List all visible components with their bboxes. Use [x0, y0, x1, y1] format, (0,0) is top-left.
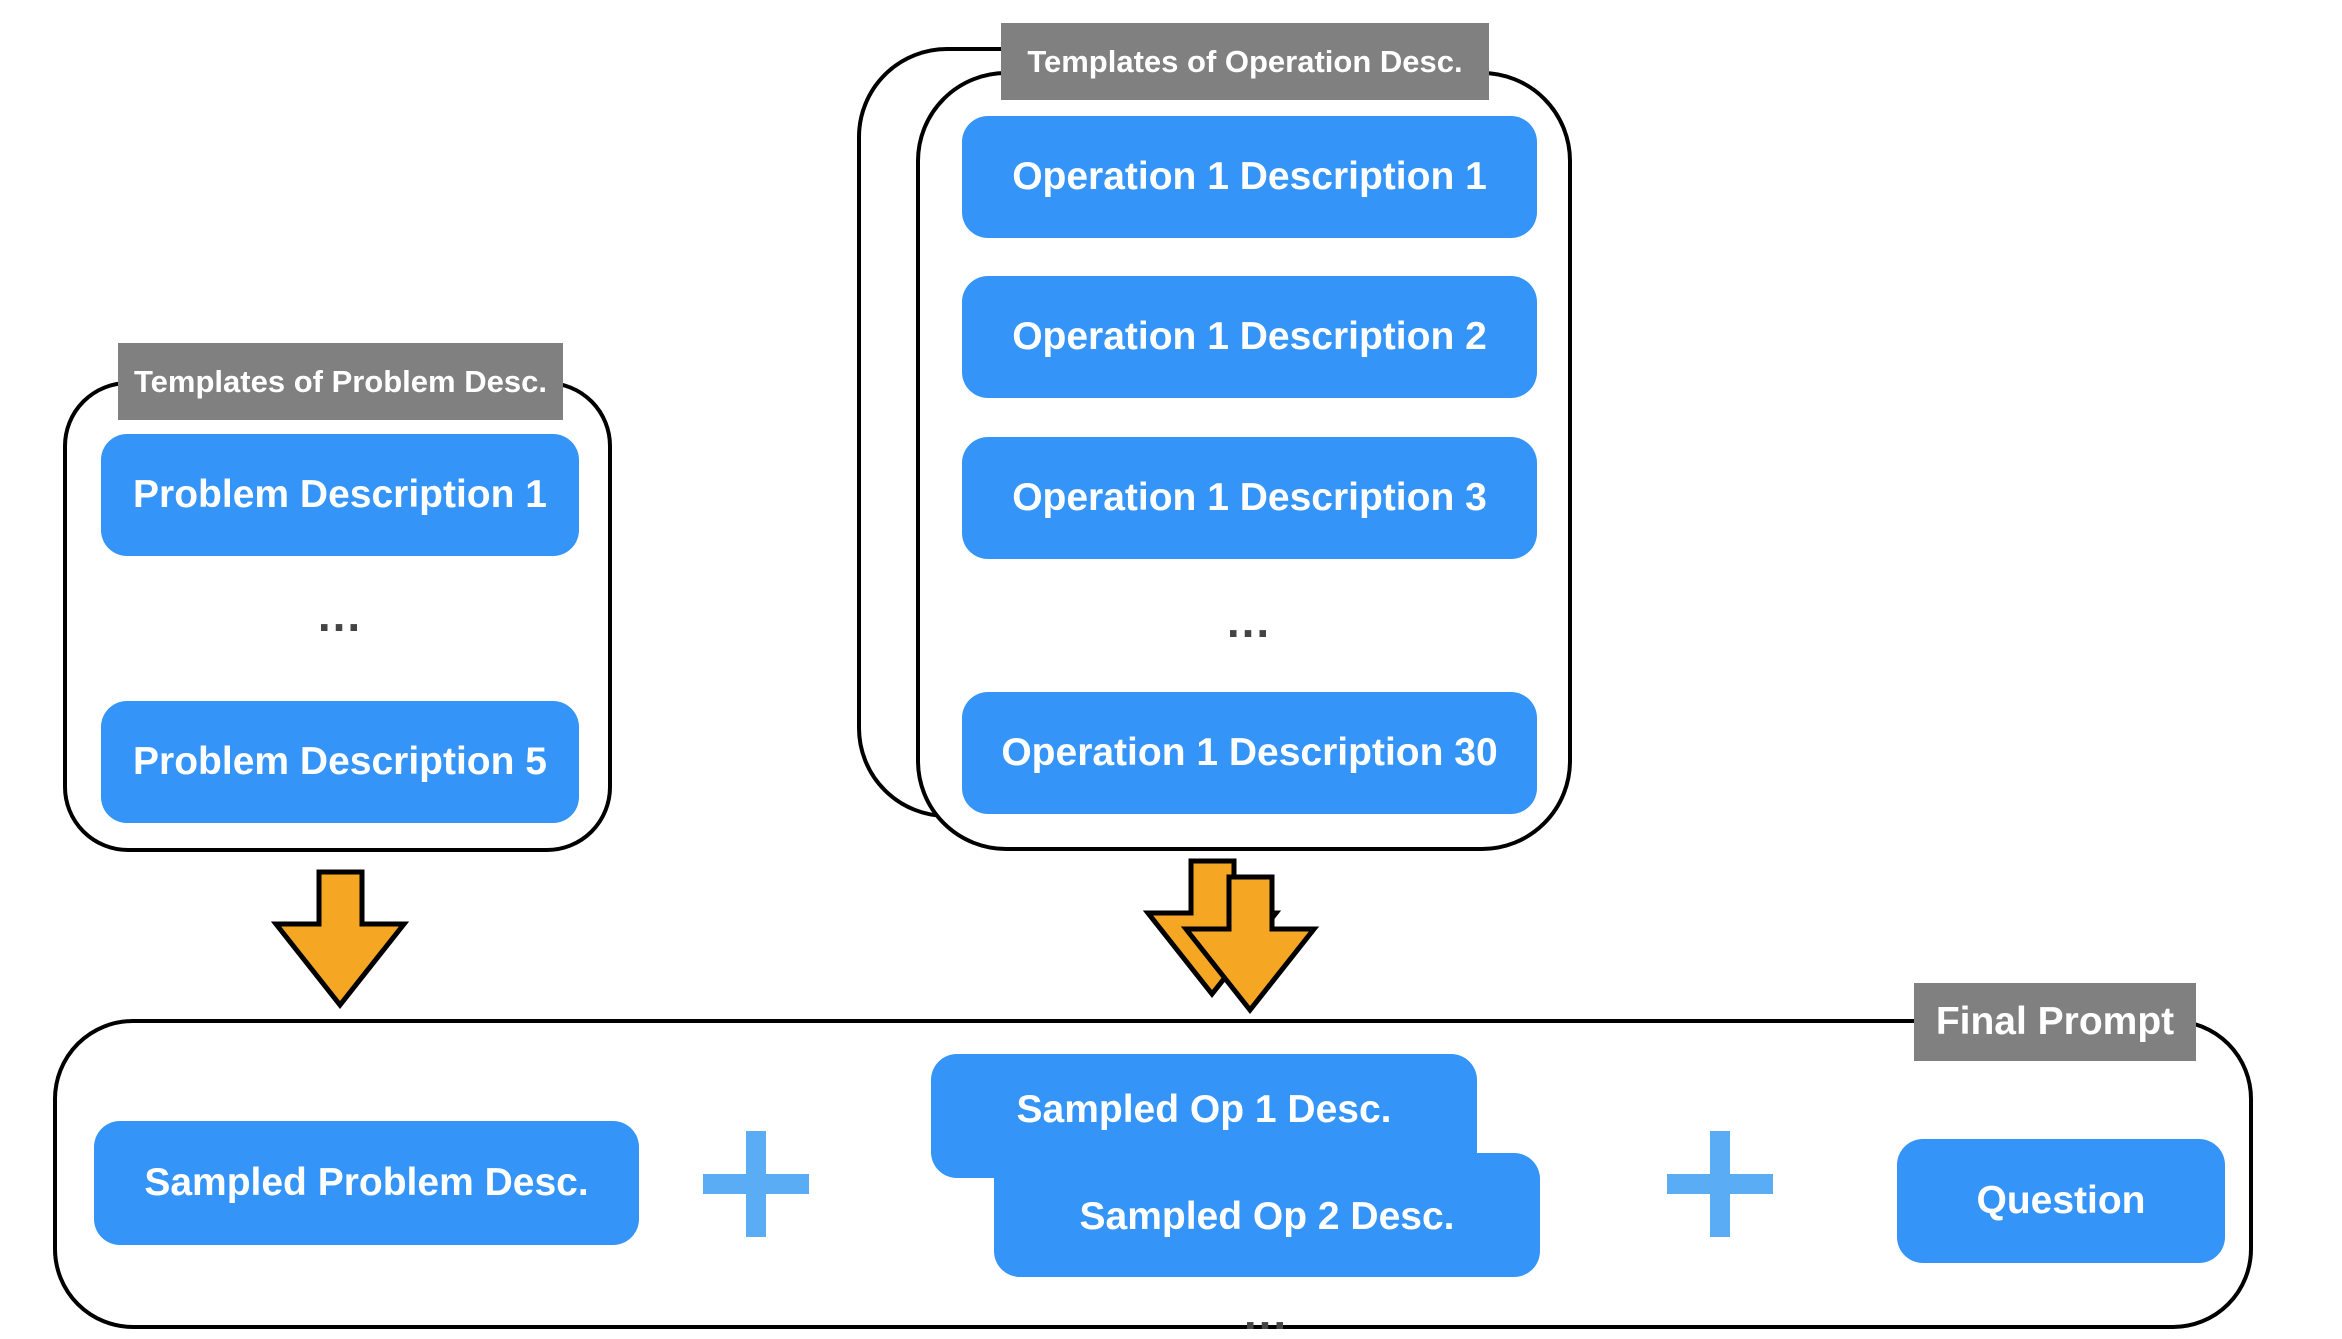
operation-description-item: Operation 1 Description 3: [962, 437, 1537, 559]
down-arrow-icon: [270, 869, 410, 1010]
down-arrow-icon: [1180, 874, 1320, 1015]
question-box: Question: [1897, 1139, 2225, 1263]
plus-icon: [703, 1131, 809, 1237]
operation-templates-tag: Templates of Operation Desc.: [1001, 23, 1489, 100]
sampled-operation-2-description: Sampled Op 2 Desc.: [994, 1153, 1540, 1277]
sampled-problem-description: Sampled Problem Desc.: [94, 1121, 639, 1245]
operation-description-item: Operation 1 Description 2: [962, 276, 1537, 398]
operation-description-item: Operation 1 Description 30: [962, 692, 1537, 814]
problem-description-item: Problem Description 1: [101, 434, 579, 556]
final-prompt-ellipsis: ...: [1243, 1287, 1289, 1339]
final-prompt-tag: Final Prompt: [1914, 983, 2196, 1061]
plus-icon: [1667, 1131, 1773, 1237]
problem-description-item: Problem Description 5: [101, 701, 579, 823]
problem-ellipsis: ...: [317, 589, 363, 641]
operation-ellipsis: ...: [1226, 595, 1272, 647]
problem-templates-tag: Templates of Problem Desc.: [118, 343, 563, 420]
operation-description-item: Operation 1 Description 1: [962, 116, 1537, 238]
